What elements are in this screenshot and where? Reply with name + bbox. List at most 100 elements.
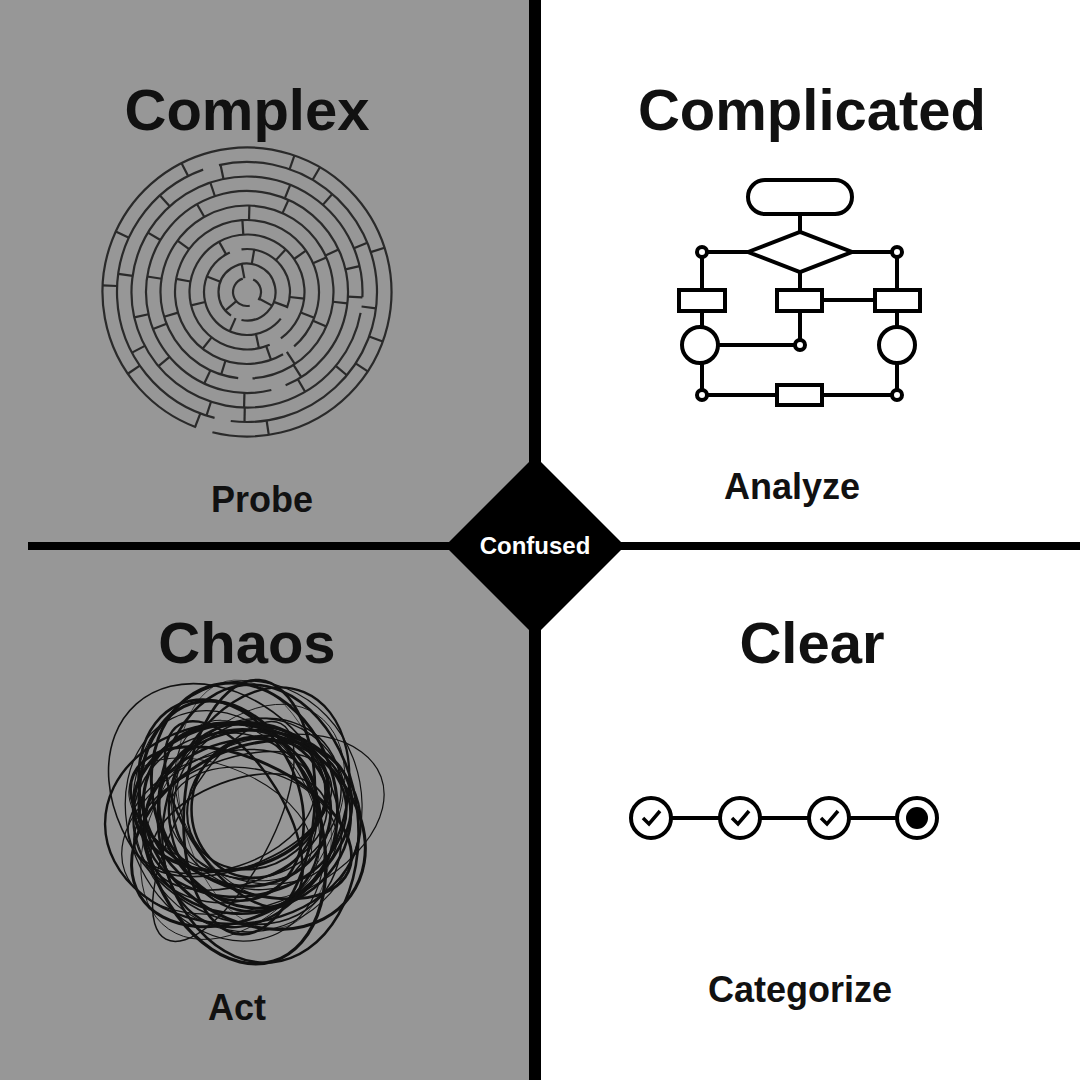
maze-ring — [219, 162, 377, 422]
maze-wall — [148, 233, 160, 240]
maze-wall — [221, 361, 225, 375]
maze-wall — [336, 366, 347, 375]
maze-wall — [118, 274, 132, 276]
scribble-loop — [127, 659, 384, 956]
maze-wall — [301, 313, 315, 318]
maze-wall — [147, 277, 161, 279]
maze-wall — [256, 334, 259, 348]
maze-wall — [290, 156, 295, 170]
maze-wall — [348, 296, 362, 299]
maze-wall — [243, 393, 246, 407]
maze-ring — [160, 206, 333, 379]
quadrant-heading: Complicated — [638, 78, 986, 142]
maze-ring — [102, 147, 391, 436]
maze-wall — [116, 232, 129, 238]
center-diamond: Confused — [445, 456, 625, 636]
maze-wall — [333, 302, 347, 304]
maze-wall — [274, 302, 288, 307]
scribble-icon — [61, 637, 410, 988]
scribble-loop — [120, 706, 341, 888]
maze-wall — [210, 182, 215, 196]
maze-wall — [323, 194, 333, 205]
maze-wall — [195, 413, 200, 427]
quadrant-panel: ChaosAct — [0, 546, 535, 1080]
maze-wall — [371, 248, 385, 252]
maze-wall — [294, 251, 306, 259]
diamond-fill — [445, 456, 625, 636]
maze-ring — [146, 191, 348, 393]
quadrant-heading: Clear — [739, 611, 884, 675]
maze-wall — [206, 402, 211, 416]
maze-wall — [177, 241, 189, 250]
maze-wall — [230, 318, 236, 331]
maze-ring — [241, 249, 290, 308]
scribble-loop — [103, 680, 406, 972]
maze-wall — [313, 321, 326, 327]
maze-wall — [242, 264, 245, 278]
maze-wall — [293, 365, 301, 377]
maze-wall — [225, 301, 236, 310]
maze-wall — [313, 167, 320, 180]
maze-ring — [132, 177, 363, 408]
maze-wall — [325, 249, 338, 255]
scribble-loop — [147, 717, 342, 899]
maze-wall — [204, 370, 210, 383]
maze-wall — [287, 352, 295, 364]
maze-wall — [362, 307, 376, 309]
maze-ring — [204, 253, 281, 335]
maze-wall — [182, 163, 189, 176]
maze-wall — [267, 421, 269, 435]
maze-wall — [191, 302, 205, 305]
maze-ring — [253, 279, 261, 300]
maze-icon — [102, 147, 391, 436]
scribble-loop — [61, 637, 389, 971]
maze-wall — [241, 220, 244, 234]
action-word: Act — [208, 988, 266, 1028]
maze-wall — [290, 297, 304, 299]
maze-wall — [221, 165, 224, 179]
maze-wall — [164, 313, 178, 317]
maze-wall — [134, 314, 148, 317]
maze-wall — [356, 363, 368, 371]
quadrant-panel: ClearCategorize — [535, 546, 1080, 1080]
action-word: Analyze — [724, 467, 860, 507]
maze-wall — [158, 357, 169, 366]
maze-wall — [207, 276, 221, 281]
quadrant-heading: Complex — [125, 78, 370, 142]
flowchart-icon — [679, 180, 920, 405]
maze-wall — [345, 266, 359, 269]
action-word: Categorize — [708, 970, 892, 1010]
maze-wall — [354, 243, 367, 248]
maze-wall — [153, 324, 166, 329]
maze-wall — [248, 206, 251, 220]
quadrant-heading: Chaos — [158, 611, 335, 675]
maze-wall — [369, 337, 383, 342]
quadrant-panel: ComplicatedAnalyze — [535, 0, 1080, 546]
maze-wall — [243, 407, 245, 421]
scribble-loop — [137, 699, 330, 929]
maze-wall — [203, 337, 212, 348]
maze-ring — [175, 220, 319, 364]
maze-wall — [160, 195, 170, 206]
maze-wall — [313, 257, 326, 263]
maze-wall — [266, 346, 271, 360]
maze-wall — [132, 346, 145, 353]
maze-wall — [252, 250, 254, 264]
maze-wall — [176, 279, 190, 282]
maze-wall — [285, 185, 290, 198]
maze-wall — [197, 204, 204, 217]
maze-wall — [103, 284, 117, 287]
maze-wall — [283, 200, 289, 213]
maze-wall — [276, 249, 286, 260]
action-word: Probe — [211, 480, 313, 520]
checklist-icon — [631, 798, 937, 838]
maze-wall — [298, 379, 305, 392]
quadrant-panel: ComplexProbe — [0, 0, 535, 546]
scribble-loop — [160, 708, 352, 897]
maze-wall — [219, 242, 226, 255]
maze-ring — [189, 235, 304, 350]
diamond-label: Confused — [480, 533, 591, 559]
maze-wall — [259, 299, 272, 306]
maze-ring — [219, 264, 276, 321]
maze-wall — [128, 366, 140, 374]
